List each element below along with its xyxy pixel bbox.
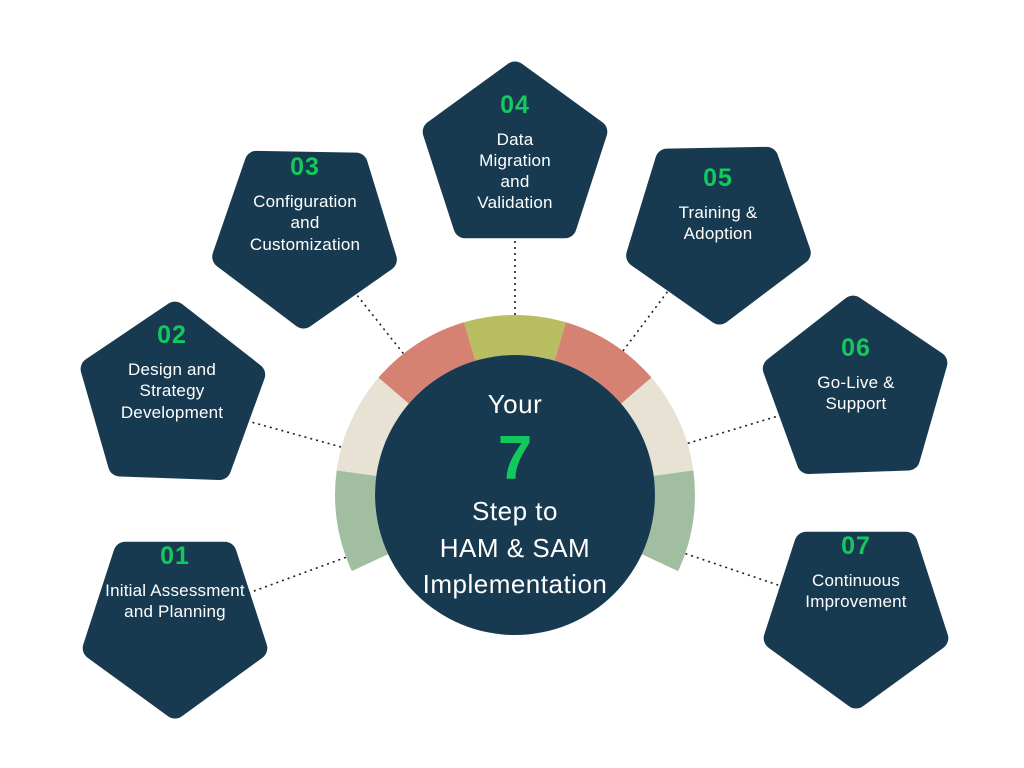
step-label: Continuous Improvement [805, 570, 907, 611]
step-node-5: 05 Training & Adoption [608, 118, 828, 338]
step-number: 05 [703, 163, 733, 192]
step-number: 03 [290, 153, 320, 182]
ring-segment-1 [335, 470, 389, 572]
step-number: 06 [841, 333, 871, 362]
ring-segment-5 [554, 322, 652, 404]
ring-segment-4 [464, 314, 566, 361]
step-label: Initial Assessment and Planning [105, 580, 245, 621]
step-number: 07 [841, 531, 871, 560]
step-number: 02 [157, 321, 187, 350]
step-ring [335, 314, 695, 572]
center-title-line1: Step to [472, 495, 558, 526]
pentagon-shape [762, 295, 948, 475]
step-node-6: 06 Go-Live & Support [746, 282, 966, 502]
step-label: Data Migration and Validation [477, 129, 553, 213]
center-title-top: Your [487, 389, 543, 420]
step-number: 01 [160, 541, 190, 570]
center-circle: Your 7 Step to HAM & SAM Implementation [375, 355, 655, 635]
ring-segment-7 [641, 470, 695, 572]
ring-segment-2 [336, 377, 409, 476]
center-title-line2: HAM & SAM [439, 532, 591, 563]
step-node-4: 04 Data Migration and Validation [405, 48, 625, 268]
center-step-count: 7 [497, 423, 533, 493]
step-number: 04 [500, 90, 530, 119]
step-node-7: 07 Continuous Improvement [746, 502, 966, 722]
center-title-line3: Implementation [422, 569, 608, 600]
step-label: Design and Strategy Development [120, 360, 224, 422]
step-node-1: 01 Initial Assessment and Planning [65, 512, 285, 732]
pentagon-shape [212, 150, 397, 329]
pentagon-shape [626, 146, 811, 325]
step-label: Go-Live & Support [817, 372, 895, 413]
step-node-2: 02 Design and Strategy Development [62, 288, 282, 508]
step-label: Training & Adoption [678, 202, 758, 243]
pentagon-shape [80, 301, 266, 481]
step-label: Configuration and Customization [249, 192, 361, 254]
pentagon-shape [763, 531, 949, 709]
pentagon-shape [82, 541, 268, 719]
ring-segment-6 [621, 377, 694, 476]
ring-segment-3 [378, 322, 476, 404]
step-node-3: 03 Configuration and Customization [195, 122, 415, 342]
pentagon-shape [422, 61, 608, 239]
